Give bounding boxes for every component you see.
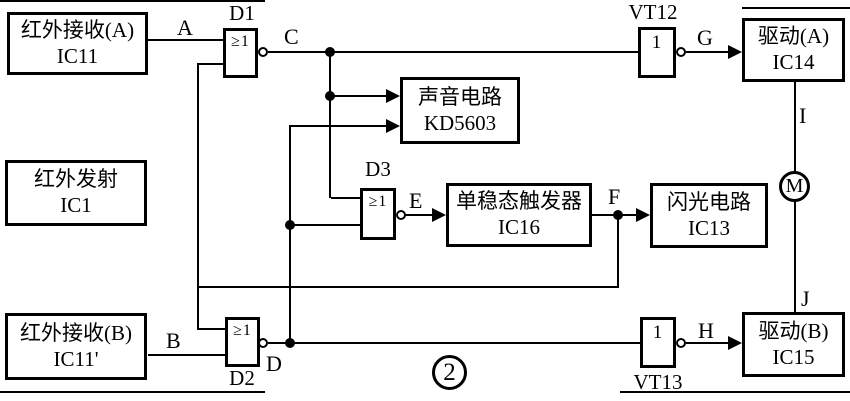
wire-d	[268, 342, 640, 344]
wire-h	[686, 342, 730, 344]
gate-d1-symbol: ≥1	[231, 33, 250, 50]
wire-c	[268, 51, 638, 53]
inverter-vt13-label: VT13	[633, 370, 683, 394]
block-monostable-trigger: 单稳态触发器 IC16	[446, 183, 592, 247]
wire-feedback-horizontal	[197, 286, 619, 288]
block-monostable-trigger-name: 单稳态触发器	[456, 189, 582, 214]
frame-rule-top-right	[742, 7, 850, 9]
arrowhead-sound-upper	[386, 89, 400, 103]
block-sound-circuit-name: 声音电路	[418, 84, 502, 109]
wire-b	[148, 354, 225, 356]
wire-d2-input1	[197, 328, 225, 330]
gate-d3-label: D3	[365, 157, 391, 181]
frame-rule-bottom-left	[0, 391, 265, 393]
wire-e	[405, 214, 434, 216]
wire-d-branch	[289, 125, 291, 344]
bubble-d2-output	[258, 338, 268, 348]
wire-a	[148, 39, 223, 41]
wire-d3-input1	[331, 197, 360, 199]
block-driver-b: 驱动(B) IC15	[742, 312, 845, 377]
wire-sound-upper	[334, 95, 388, 97]
block-sound-circuit-ic: KD5603	[423, 110, 497, 135]
gate-d3: ≥1	[360, 188, 396, 240]
frame-rule-bottom-right	[620, 391, 850, 393]
block-sound-circuit: 声音电路 KD5603	[400, 77, 520, 144]
block-ir-receiver-b-ic: IC11'	[53, 346, 99, 371]
junction-d-d3	[285, 220, 295, 230]
bubble-d1-output	[258, 47, 268, 57]
gate-d2-symbol: ≥1	[233, 322, 252, 339]
signal-label-d: D	[266, 351, 282, 376]
signal-label-a: A	[177, 15, 193, 40]
block-driver-b-name: 驱动(B)	[758, 318, 829, 343]
block-flash-circuit: 闪光电路 IC13	[650, 183, 768, 248]
signal-label-i: I	[799, 103, 807, 128]
gate-d3-symbol: ≥1	[368, 193, 388, 210]
block-ir-receiver-a-ic: IC11	[56, 43, 99, 68]
inverter-vt12: 1	[638, 27, 676, 78]
junction-c-sound	[325, 91, 335, 101]
block-ir-transmitter-name: 红外发射	[34, 167, 118, 192]
block-driver-a-name: 驱动(A)	[757, 24, 830, 49]
inverter-vt12-label: VT12	[628, 0, 678, 24]
block-driver-b-ic: IC15	[772, 344, 815, 369]
block-flash-circuit-ic: IC13	[688, 215, 730, 240]
block-flash-circuit-name: 闪光电路	[667, 189, 751, 214]
signal-label-j: J	[801, 286, 810, 311]
wire-d1-input2	[198, 63, 225, 65]
wire-d1-d2-link	[197, 63, 199, 330]
arrowhead-g	[728, 45, 742, 59]
figure-number: 2	[443, 358, 456, 386]
gate-d1: ≥1	[223, 28, 258, 78]
frame-rule-top-left	[0, 0, 265, 2]
block-ir-receiver-b: 红外接收(B) IC11'	[5, 313, 147, 380]
junction-d-output	[285, 338, 295, 348]
wire-sound-lower	[290, 125, 388, 127]
block-ir-transmitter-ic: IC1	[60, 193, 92, 217]
signal-label-h: H	[698, 318, 714, 343]
wire-g	[686, 51, 730, 53]
signal-label-e: E	[409, 188, 423, 213]
signal-label-b: B	[166, 328, 181, 353]
gate-d1-label: D1	[229, 1, 255, 25]
inverter-vt12-symbol: 1	[651, 32, 663, 53]
inverter-vt13: 1	[640, 317, 676, 368]
block-monostable-trigger-ic: IC16	[498, 215, 540, 239]
wire-d3-input2	[290, 224, 360, 226]
junction-c-top	[325, 47, 335, 57]
block-driver-a-ic: IC14	[772, 50, 815, 74]
signal-label-c: C	[284, 24, 299, 49]
wire-c-branch	[329, 52, 331, 198]
bubble-vt13-output	[676, 338, 686, 348]
bubble-vt12-output	[676, 47, 686, 57]
wire-f-branch	[617, 215, 619, 287]
signal-label-g: G	[697, 25, 713, 50]
arrowhead-sound-lower	[386, 119, 400, 133]
wire-j	[794, 201, 796, 313]
figure-number-circle: 2	[432, 355, 467, 390]
arrowhead-e	[432, 208, 446, 222]
arrowhead-f	[636, 208, 650, 222]
motor-circle: M	[779, 171, 810, 202]
gate-d2: ≥1	[225, 317, 260, 367]
block-driver-a: 驱动(A) IC14	[742, 18, 845, 82]
junction-f	[613, 210, 623, 220]
signal-label-f: F	[608, 184, 621, 209]
gate-d2-label: D2	[229, 366, 255, 390]
motor-label: M	[785, 175, 804, 197]
block-ir-transmitter: 红外发射 IC1	[5, 160, 147, 226]
wire-i	[794, 82, 796, 172]
block-ir-receiver-b-name: 红外接收(B)	[20, 320, 132, 345]
block-ir-receiver-a-name: 红外接收(A)	[20, 17, 135, 42]
arrowhead-h	[728, 336, 742, 350]
block-ir-receiver-a: 红外接收(A) IC11	[7, 12, 148, 75]
inverter-vt13-symbol: 1	[652, 322, 664, 343]
